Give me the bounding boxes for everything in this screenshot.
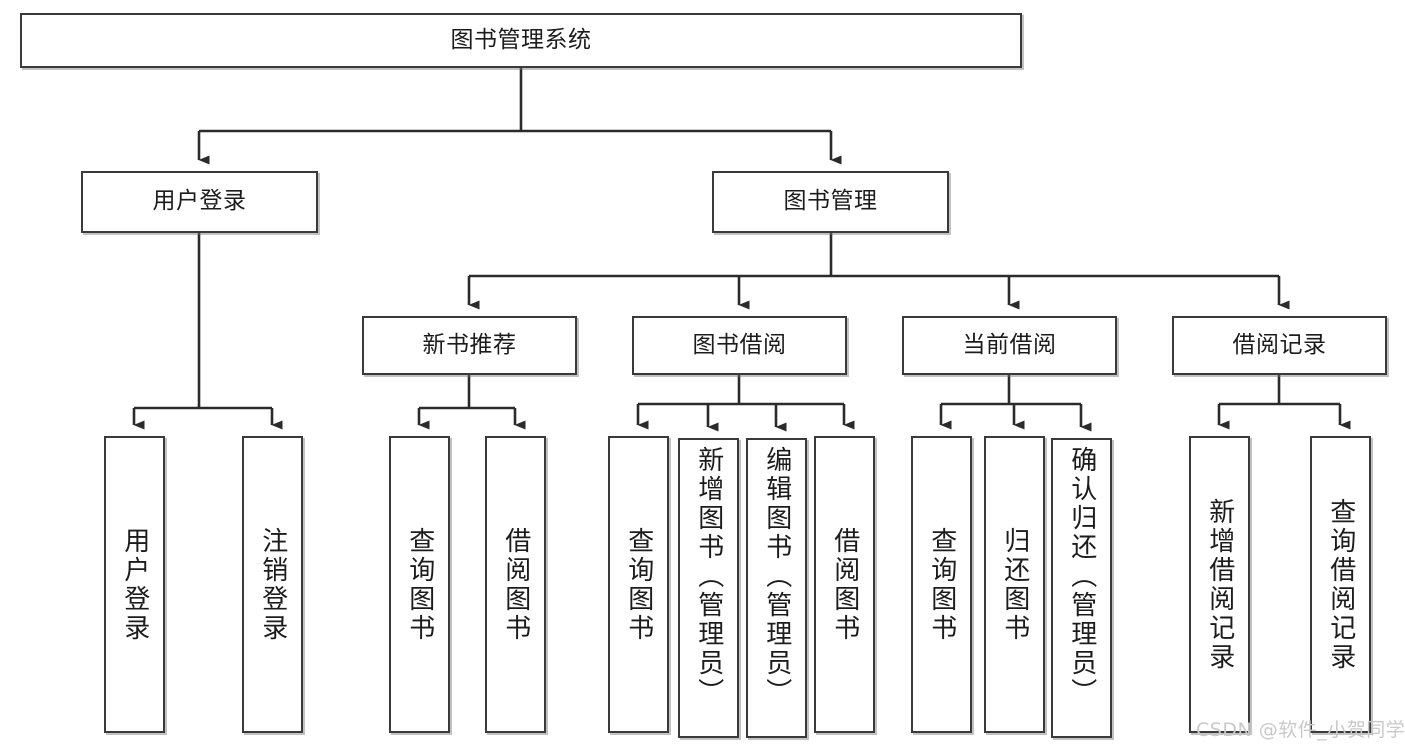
node-label: 图书管理系统	[450, 26, 592, 53]
leaf-return-books[interactable]: 归还图书	[984, 436, 1045, 733]
leaf-query-books-current[interactable]: 查询图书	[911, 436, 972, 733]
leaf-borrow-books-recommend[interactable]: 借阅图书	[485, 436, 546, 733]
node-level3-borrow-records[interactable]: 借阅记录	[1172, 316, 1387, 375]
node-label: 当前借阅	[962, 331, 1057, 358]
node-level3-new-book-recommend[interactable]: 新书推荐	[362, 316, 577, 375]
node-label: 用户登录	[152, 188, 247, 215]
node-root[interactable]: 图书管理系统	[20, 13, 1022, 68]
node-label: 用户登录	[119, 526, 150, 643]
node-label: 编辑图书（管理员）	[761, 446, 792, 707]
watermark: CSDN @软件_小贺同学	[1196, 719, 1405, 741]
leaf-logout[interactable]: 注销登录	[242, 436, 303, 733]
node-label: 图书管理	[783, 188, 878, 215]
node-label: 查询图书	[926, 526, 957, 643]
leaf-edit-book-admin[interactable]: 编辑图书（管理员）	[746, 438, 807, 738]
leaf-query-borrow-record[interactable]: 查询借阅记录	[1310, 436, 1371, 733]
leaf-borrow-books[interactable]: 借阅图书	[814, 436, 875, 733]
node-level2-book-management[interactable]: 图书管理	[712, 171, 949, 233]
node-label: 新书推荐	[422, 331, 517, 358]
node-label: 图书借阅	[692, 331, 787, 358]
node-label: 注销登录	[257, 526, 288, 643]
node-label: 查询借阅记录	[1325, 497, 1356, 672]
node-label: 查询图书	[404, 526, 435, 643]
node-label: 确认归还（管理员）	[1066, 446, 1097, 707]
node-label: 新增借阅记录	[1204, 497, 1235, 672]
leaf-user-login[interactable]: 用户登录	[104, 436, 165, 733]
node-label: 借阅记录	[1232, 331, 1327, 358]
node-label: 借阅图书	[829, 526, 860, 643]
leaf-add-book-admin[interactable]: 新增图书（管理员）	[678, 438, 739, 738]
node-level3-book-borrow[interactable]: 图书借阅	[632, 316, 847, 375]
node-label: 归还图书	[999, 526, 1030, 643]
leaf-query-books-borrow[interactable]: 查询图书	[608, 436, 669, 733]
leaf-add-borrow-record[interactable]: 新增借阅记录	[1189, 436, 1250, 733]
node-label: 借阅图书	[500, 526, 531, 643]
node-label: 查询图书	[623, 526, 654, 643]
node-label: 新增图书（管理员）	[693, 446, 724, 707]
node-level2-user-login[interactable]: 用户登录	[81, 171, 318, 233]
leaf-confirm-return-admin[interactable]: 确认归还（管理员）	[1051, 438, 1112, 738]
leaf-query-books-recommend[interactable]: 查询图书	[389, 436, 450, 733]
node-level3-current-borrow[interactable]: 当前借阅	[902, 316, 1117, 375]
